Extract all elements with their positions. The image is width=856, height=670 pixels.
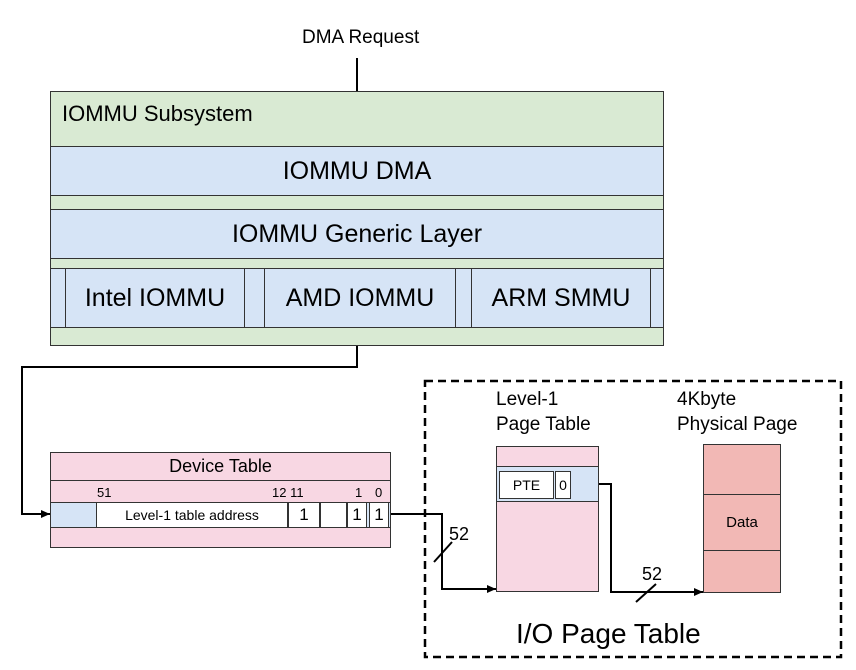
entry-bit-11: 1: [288, 502, 320, 528]
device-table-title: Device Table: [169, 456, 272, 476]
data-block: Data: [703, 494, 781, 551]
width-slash-2: [635, 583, 657, 603]
bit-label-1: 1: [355, 485, 363, 500]
width-label-2: 52: [642, 564, 663, 584]
arm-smmu-label: ARM SMMU: [491, 283, 631, 312]
entry-bit-0: 1: [369, 502, 389, 528]
intel-iommu-box: Intel IOMMU: [65, 268, 245, 328]
iommu-generic-layer-label: IOMMU Generic Layer: [231, 219, 483, 248]
level1-page-table-title: Level-1 Page Table: [496, 389, 591, 435]
amd-iommu-box: AMD IOMMU: [264, 268, 456, 328]
arm-smmu-box: ARM SMMU: [471, 268, 651, 328]
intel-iommu-label: Intel IOMMU: [84, 283, 226, 312]
entry-bit-1: 1: [347, 502, 367, 528]
iommu-dma-label: IOMMU DMA: [282, 156, 432, 185]
iommu-subsystem-title: IOMMU Subsystem: [62, 101, 253, 126]
amd-iommu-label: AMD IOMMU: [285, 283, 435, 312]
bit-label-51: 51: [97, 485, 112, 500]
data-label: Data: [726, 514, 758, 531]
dma-request-label: DMA Request: [302, 27, 420, 48]
device-table-to-level1-line: [391, 513, 496, 593]
pte-field: PTE: [499, 471, 554, 499]
entry-reserved-field: [320, 502, 347, 528]
iommu-generic-layer: IOMMU Generic Layer: [50, 209, 664, 259]
io-page-table-title: I/O Page Table: [516, 618, 701, 649]
pte-bit-field: 0: [555, 471, 571, 499]
bit-label-0: 0: [375, 485, 383, 500]
device-table-header: Device Table: [50, 452, 391, 481]
width-label-1: 52: [449, 524, 470, 544]
width-slash-1: [433, 541, 453, 563]
level1-address-field: Level-1 table address: [96, 502, 288, 528]
iommu-dma-layer: IOMMU DMA: [50, 146, 664, 196]
bit-label-12-11: 12 11: [272, 485, 304, 500]
physical-page-title: 4Kbyte Physical Page: [677, 389, 798, 435]
